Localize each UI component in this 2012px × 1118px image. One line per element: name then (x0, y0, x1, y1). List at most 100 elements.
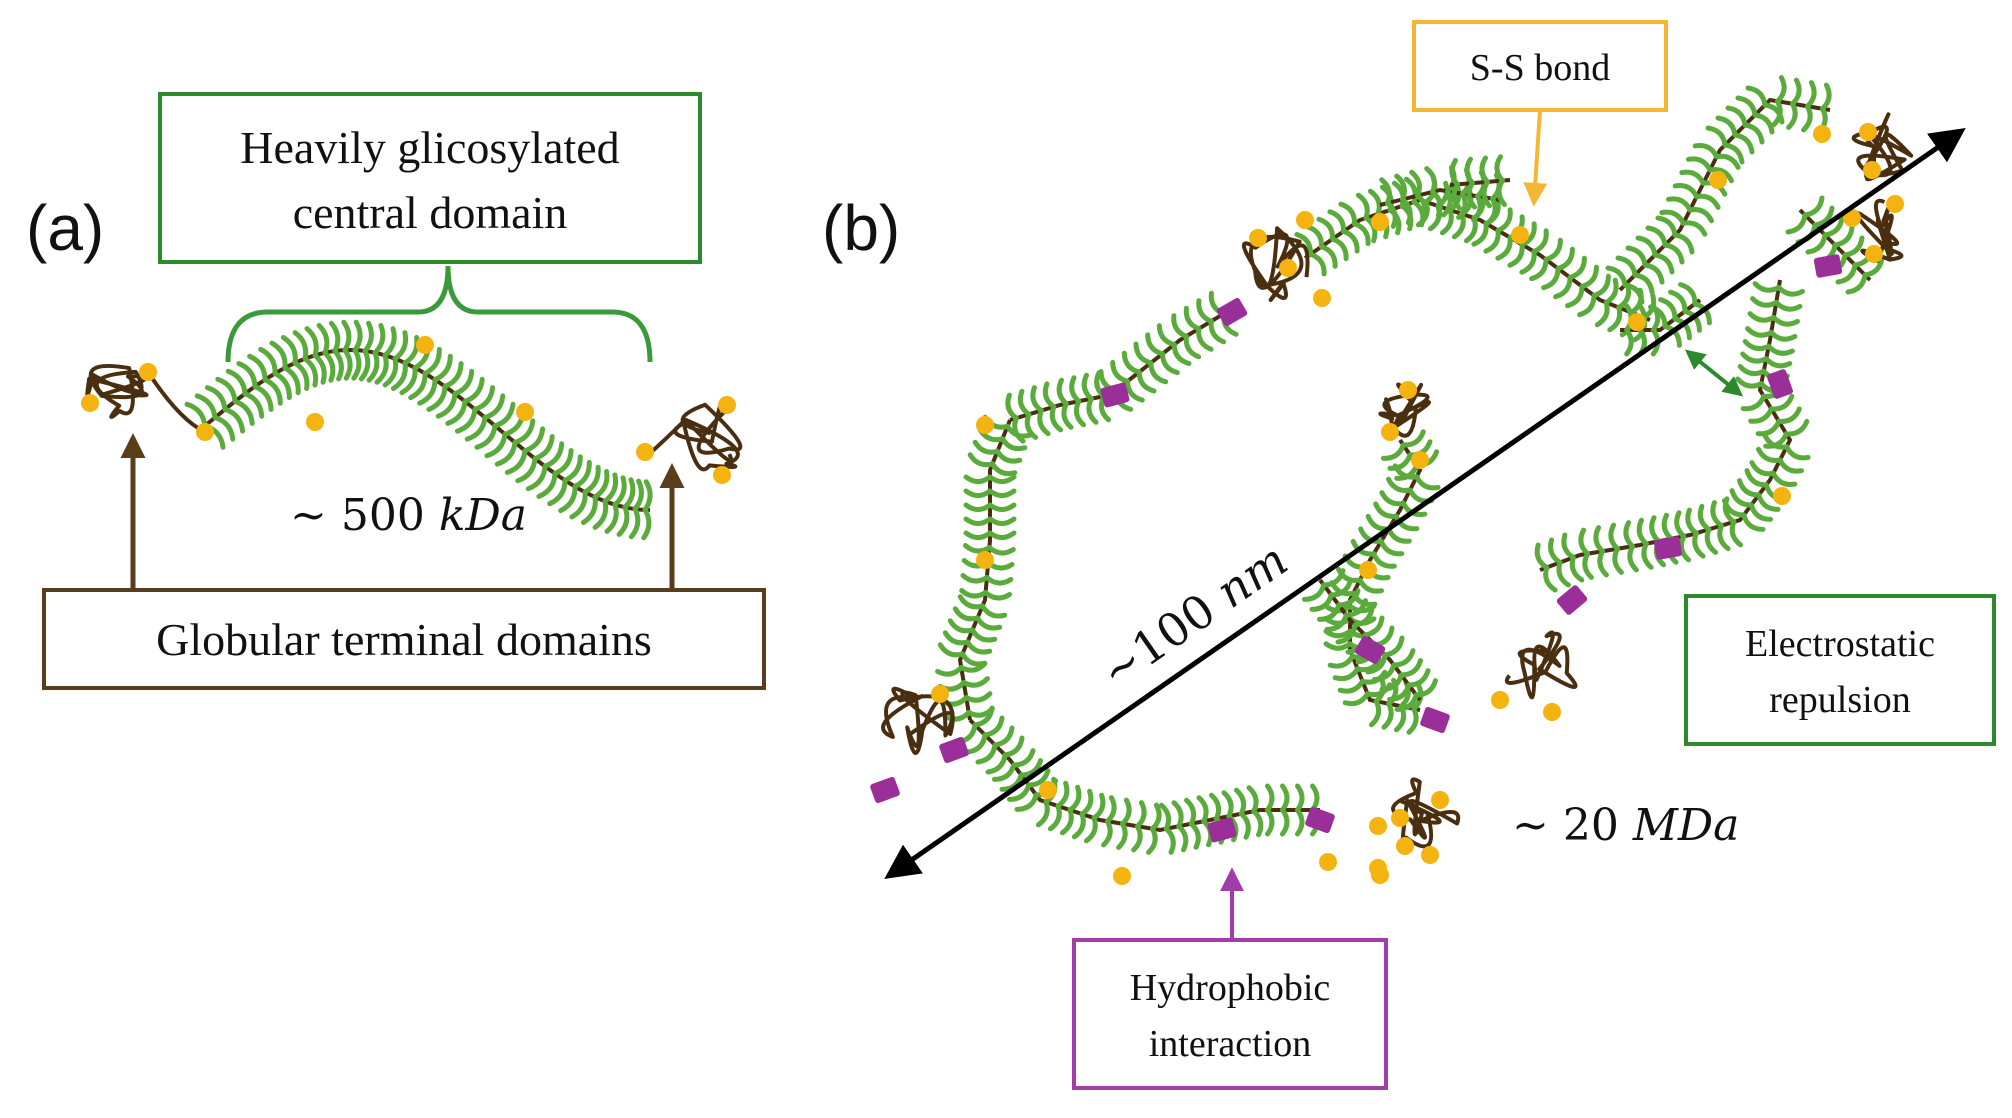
glycan-chain (1086, 396, 1099, 425)
glycan-chain (947, 618, 975, 634)
globular-domain-left (81, 363, 157, 419)
glycan-chain (963, 691, 993, 703)
glycan-chain (462, 376, 485, 404)
glycan-chain (990, 461, 1018, 477)
glycan-chain (1171, 313, 1189, 339)
disulfide-dot (306, 413, 324, 431)
glycan-chain (452, 368, 475, 397)
glycan-chain (1017, 388, 1032, 417)
glycan-chain (1146, 826, 1158, 855)
glycan-chain (1481, 179, 1492, 209)
glycan-chain (1745, 326, 1774, 338)
glycan-group (1005, 290, 1239, 444)
glycan-chain (382, 356, 399, 388)
glycan-chain (1680, 220, 1708, 237)
glycan-chain (328, 320, 341, 354)
hydrophobic-line-2: interaction (1149, 1023, 1311, 1065)
glycan-chain (1740, 393, 1767, 412)
monomer-mass-label: ~ 500 kDa (290, 490, 527, 541)
disulfide-dot (1296, 211, 1314, 229)
glycan-chain (390, 360, 408, 391)
glycan-chain (442, 361, 464, 389)
glycan-chain (1337, 678, 1365, 694)
glycan-chain (1582, 551, 1594, 580)
glycan-chain (1005, 392, 1019, 421)
glycan-chain (374, 352, 389, 385)
glycan-chain (632, 478, 644, 512)
glycan-chain (963, 474, 993, 484)
glycan-chain (515, 456, 538, 484)
glycan-chain (580, 494, 598, 525)
glycan-chain (959, 588, 989, 599)
glycan-chain (1801, 103, 1813, 133)
glycan-chain (242, 391, 265, 419)
disulfide-dot (416, 336, 434, 354)
glycan-chain (1365, 513, 1392, 532)
glycan-chain (1752, 281, 1782, 293)
terminal-domains-label: Globular terminal domains (156, 614, 652, 665)
glycan-chain (1495, 235, 1513, 261)
glycan-chain (602, 472, 619, 504)
glycan-chain (1030, 385, 1044, 414)
glycan-chain (1327, 653, 1355, 669)
glycan-chain (1280, 783, 1290, 813)
disulfide-dot (1369, 817, 1387, 835)
central-domain-line-1: Heavily glicosylated (240, 122, 619, 173)
glycan-chain (1737, 364, 1767, 377)
glycan-chain (1184, 797, 1197, 827)
glycan-chain (532, 434, 555, 462)
glycan-chain (1188, 821, 1201, 850)
disulfide-dot (1319, 853, 1337, 871)
glycan-chain (1777, 457, 1804, 474)
glycan-chain (352, 319, 363, 353)
glycan-chain (1578, 527, 1590, 557)
glycan-chain (1265, 807, 1275, 837)
disulfide-dot (1709, 171, 1727, 189)
disulfide-dot (931, 685, 949, 703)
glycan-chain (272, 371, 292, 401)
glycan-chain (316, 323, 330, 356)
glycan-chain (342, 347, 353, 381)
glycan-chain (641, 507, 652, 541)
glycan-chain (1183, 333, 1202, 360)
glycan-chain (536, 471, 558, 499)
glycan-chain (1105, 795, 1117, 824)
disulfide-dot (1628, 313, 1646, 331)
glycan-chain (1607, 305, 1623, 333)
hydrophobic-box (1072, 938, 1388, 1090)
glycan-chain (372, 323, 386, 356)
glycan-chain (222, 406, 246, 434)
glycan-chain (1071, 811, 1086, 840)
glycan-chain (422, 346, 442, 376)
glycan-chain (1357, 577, 1384, 594)
glycan-chain (1735, 376, 1764, 389)
glycan-chain (975, 615, 1003, 631)
glycan-chain (1251, 808, 1264, 838)
glycan-chain (247, 353, 268, 383)
glycan-chain (963, 488, 993, 498)
glycan-chain (1120, 797, 1132, 827)
glycan-chain (1729, 519, 1744, 548)
globular-tangle (673, 397, 743, 472)
glycan-chain (1742, 339, 1772, 352)
glycan-chain (1784, 444, 1811, 461)
glycan-chain (967, 452, 995, 468)
disulfide-dot (1399, 381, 1417, 399)
network-mass-label: ~ 20 MDa (1512, 800, 1739, 851)
glycan-chain (366, 350, 380, 383)
glycan-chain (1717, 523, 1731, 552)
glycan-chain (1414, 474, 1441, 491)
glycan-chain (963, 543, 992, 554)
glycan-chain (1705, 125, 1728, 148)
glycan-chain (464, 415, 488, 442)
glycan-chain (1768, 330, 1798, 342)
disulfide-dot (1359, 561, 1377, 579)
glycan-chain (1079, 788, 1094, 817)
glycan-chain (562, 454, 583, 483)
glycan-chain (592, 498, 609, 530)
glycan-chain (1163, 826, 1176, 855)
repulsion-arrow (1684, 349, 1744, 397)
glycan-chain (1381, 701, 1394, 730)
glycan-chain (492, 401, 516, 429)
glycan-chain (1543, 237, 1563, 262)
